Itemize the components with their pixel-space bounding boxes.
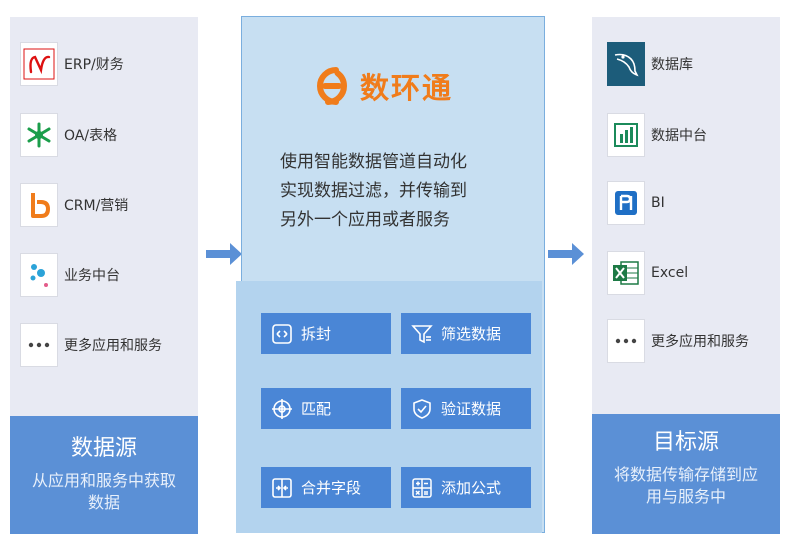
- op-label: 合并字段: [301, 479, 362, 497]
- brand-name: 数环通: [360, 71, 454, 105]
- target-item-data-platform[interactable]: 数据中台: [607, 113, 707, 157]
- crosshair-icon: [271, 398, 293, 420]
- op-label: 筛选数据: [441, 325, 502, 343]
- target-footer-desc: 将数据传输存储到应用与服务中: [613, 465, 758, 506]
- source-item-erp[interactable]: ERP/财务: [20, 42, 124, 86]
- source-item-crm[interactable]: CRM/营销: [20, 183, 128, 227]
- bar-chart-icon: [607, 113, 645, 157]
- source-footer-title: 数据源: [70, 436, 137, 461]
- unpack-icon: [271, 323, 293, 345]
- target-item-label: BI: [651, 195, 665, 211]
- merge-icon: [271, 477, 293, 499]
- source-item-middle-platform[interactable]: 业务中台: [20, 253, 120, 297]
- source-item-label: CRM/营销: [64, 198, 129, 214]
- source-item-more[interactable]: 更多应用和服务: [20, 323, 162, 367]
- target-item-bi[interactable]: BI: [607, 181, 665, 225]
- flow-arrow-right-icon: [206, 243, 242, 265]
- target-footer: 目标源 将数据传输存储到应用与服务中: [592, 414, 780, 534]
- op-add-formula[interactable]: 添加公式: [401, 467, 531, 508]
- target-footer-title: 目标源: [652, 430, 719, 455]
- target-item-database[interactable]: 数据库: [607, 42, 693, 86]
- center-description: 使用智能数据管道自动化 实现数据过滤，并传输到 另外一个应用或者服务: [280, 148, 520, 235]
- op-match[interactable]: 匹配: [261, 388, 391, 429]
- ellipsis-icon: [20, 323, 58, 367]
- center-desc-line: 另外一个应用或者服务: [280, 210, 450, 230]
- source-item-oa[interactable]: OA/表格: [20, 113, 117, 157]
- calculator-icon: [411, 477, 433, 499]
- source-panel: ERP/财务 OA/表格 CRM/营销 业务中台 更多应用和服务 数据源 从应用…: [10, 17, 198, 534]
- center-desc-line: 使用智能数据管道自动化: [280, 152, 467, 172]
- shield-check-icon: [411, 398, 433, 420]
- center-panel: 数环通 使用智能数据管道自动化 实现数据过滤，并传输到 另外一个应用或者服务 拆…: [236, 16, 545, 533]
- source-item-label: OA/表格: [64, 128, 118, 144]
- bi-logo-icon: [607, 181, 645, 225]
- source-item-label: ERP/财务: [64, 57, 124, 73]
- center-desc-line: 实现数据过滤，并传输到: [280, 181, 467, 201]
- op-merge[interactable]: 合并字段: [261, 467, 391, 508]
- excel-icon: [607, 251, 645, 295]
- flow-arrow-right-icon: [548, 243, 584, 265]
- op-filter[interactable]: 筛选数据: [401, 313, 531, 354]
- target-item-label: Excel: [651, 265, 689, 281]
- op-label: 匹配: [301, 400, 332, 418]
- ellipsis-icon: [607, 319, 645, 363]
- op-label: 添加公式: [441, 479, 502, 497]
- source-footer-desc: 从应用和服务中获取数据: [31, 471, 176, 512]
- target-item-label: 更多应用和服务: [651, 334, 749, 350]
- source-item-label: 更多应用和服务: [64, 338, 162, 354]
- filter-icon: [411, 323, 433, 345]
- op-validate[interactable]: 验证数据: [401, 388, 531, 429]
- target-panel: 数据库 数据中台 BI Excel 更多应用和服务 目标源 将数据传输存储到应用…: [592, 17, 780, 534]
- source-item-label: 业务中台: [64, 268, 120, 284]
- target-item-label: 数据库: [651, 57, 693, 73]
- brand: 数环通: [310, 65, 453, 107]
- source-footer: 数据源 从应用和服务中获取数据: [10, 416, 198, 534]
- operations-area: 拆封 筛选数据 匹配 验证数据 合并字段: [236, 281, 542, 533]
- mysql-dolphin-icon: [607, 42, 645, 86]
- blue-dots-logo-icon: [20, 253, 58, 297]
- orange-b-logo-icon: [20, 183, 58, 227]
- target-item-more[interactable]: 更多应用和服务: [607, 319, 749, 363]
- target-item-label: 数据中台: [651, 128, 707, 144]
- op-label: 拆封: [301, 325, 332, 343]
- op-label: 验证数据: [441, 400, 502, 418]
- green-snowflake-logo-icon: [20, 113, 58, 157]
- target-item-excel[interactable]: Excel: [607, 251, 688, 295]
- brand-logo-icon: [317, 67, 347, 105]
- yonyou-n-logo-icon: [20, 42, 58, 86]
- op-unpack[interactable]: 拆封: [261, 313, 391, 354]
